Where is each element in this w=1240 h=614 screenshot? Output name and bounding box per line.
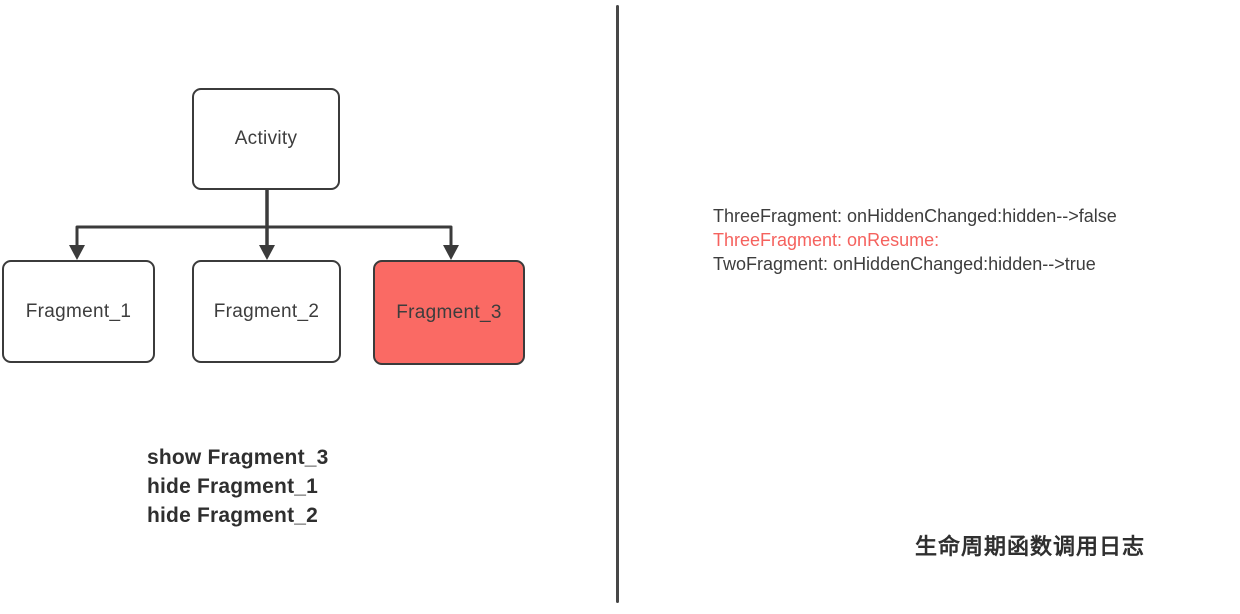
arrow-down-icon: [259, 245, 275, 260]
divider-line: [616, 5, 619, 603]
fragment-node-3-highlighted: Fragment_3: [373, 260, 525, 365]
action-line: hide Fragment_2: [147, 504, 319, 527]
log-line: TwoFragment: onHiddenChanged:hidden-->tr…: [713, 254, 1096, 274]
activity-node: Activity: [192, 88, 340, 190]
connector-line: [75, 225, 453, 247]
log-caption: 生命周期函数调用日志: [915, 534, 1146, 559]
arrow-down-icon: [69, 245, 85, 260]
log-line: ThreeFragment: onHiddenChanged:hidden-->…: [713, 206, 1117, 226]
fragment-node-2-label: Fragment_2: [213, 300, 320, 322]
log-panel: ThreeFragment: onHiddenChanged:hidden-->…: [713, 204, 1117, 276]
action-line: hide Fragment_1: [147, 475, 319, 498]
action-list: show Fragment_3 hide Fragment_1 hide Fra…: [147, 443, 329, 530]
fragment-node-1: Fragment_1: [2, 260, 155, 363]
activity-node-label: Activity: [234, 128, 298, 149]
fragment-node-2: Fragment_2: [192, 260, 341, 363]
arrow-down-icon: [443, 245, 459, 260]
action-line: show Fragment_3: [147, 446, 329, 469]
fragment-node-3-label: Fragment_3: [396, 301, 502, 323]
fragment-node-1-label: Fragment_1: [25, 300, 132, 322]
log-line: ThreeFragment: onResume:: [713, 230, 940, 250]
